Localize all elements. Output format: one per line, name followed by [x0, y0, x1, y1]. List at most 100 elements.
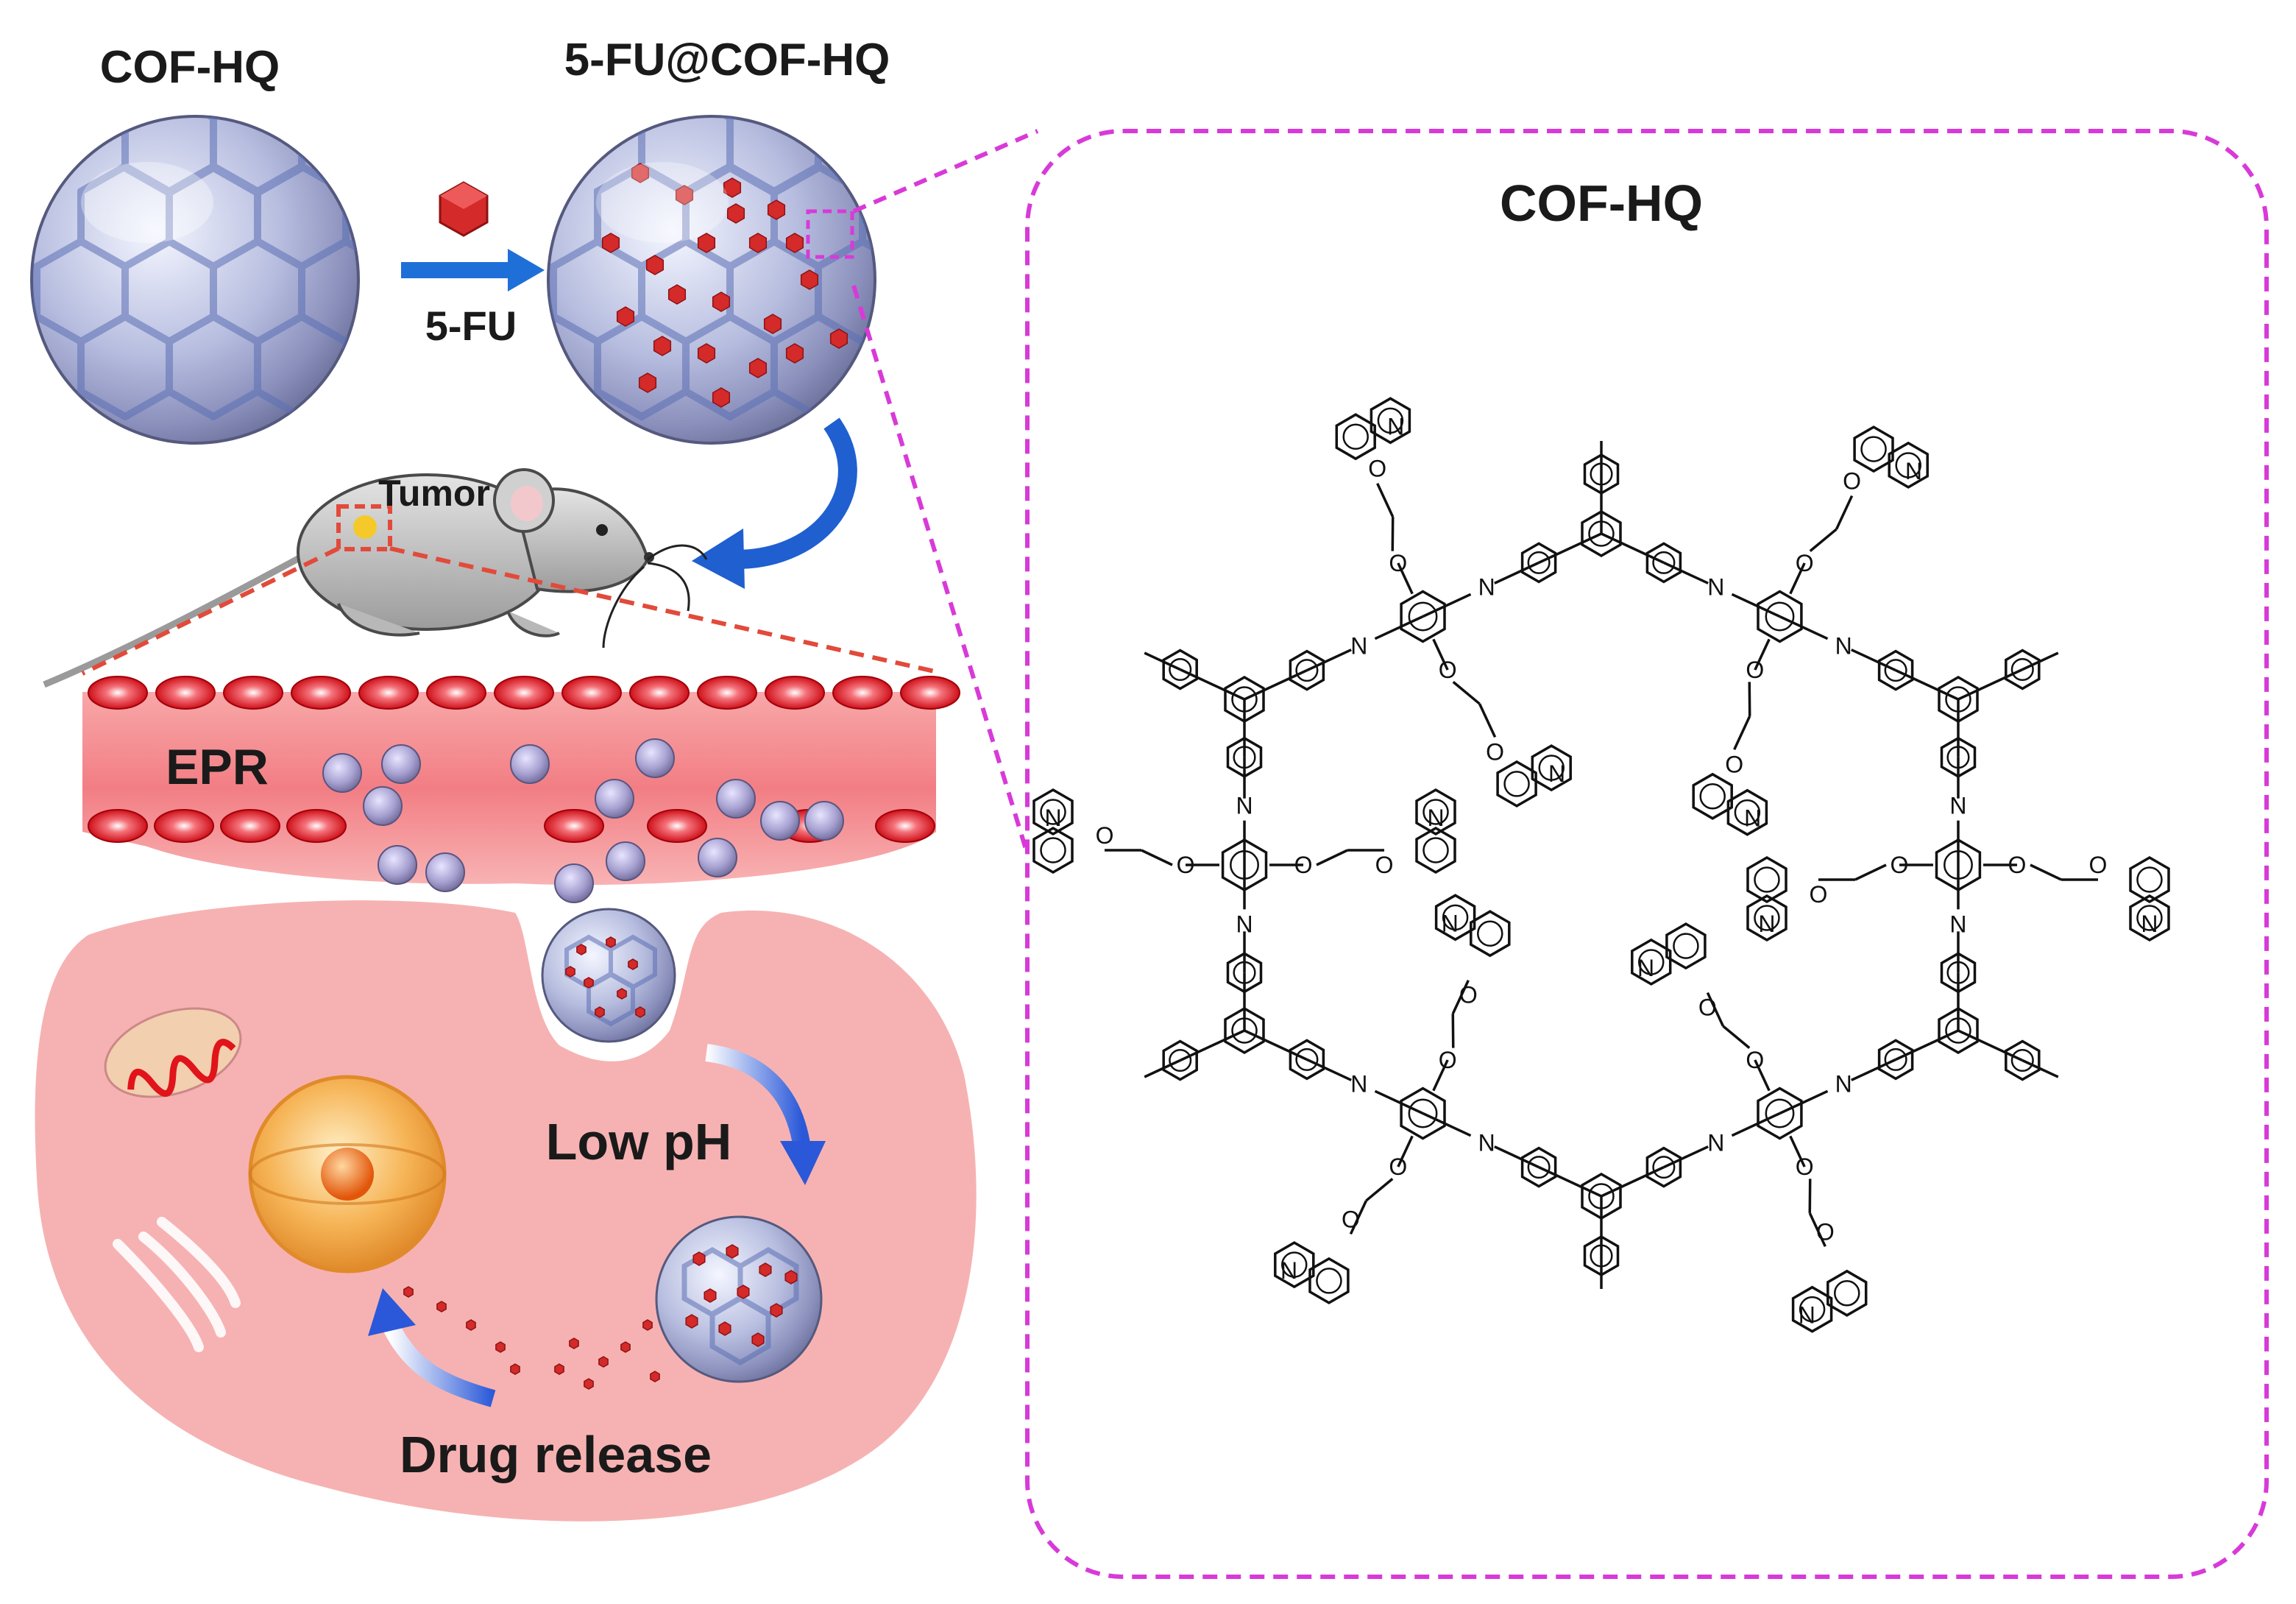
benzene-ring	[1877, 649, 1914, 691]
nanoparticle	[322, 753, 362, 793]
atom-label: N	[1835, 1070, 1852, 1097]
bond	[1601, 532, 1665, 564]
atom-label: N	[1905, 458, 1922, 484]
drug-molecule	[667, 284, 687, 305]
zoom-connector-lines	[851, 129, 1039, 855]
bond	[1376, 482, 1395, 517]
atom-label: N	[1236, 911, 1252, 937]
bond	[1452, 681, 1481, 705]
benzene-ring	[1415, 826, 1456, 875]
aromatic-circle	[2010, 657, 2034, 682]
bond	[1374, 615, 1424, 640]
nanoparticle	[760, 801, 800, 841]
mouse-illustration	[43, 468, 708, 688]
drug-molecule	[763, 314, 782, 334]
aromatic-circle	[1799, 1296, 1826, 1323]
drug-molecule	[436, 1301, 447, 1312]
released-drug-molecules	[403, 1286, 660, 1390]
bond	[1851, 1058, 1896, 1081]
drug-molecule	[726, 203, 745, 224]
bond	[1779, 1089, 1829, 1115]
drug-release-arrow	[368, 1288, 496, 1407]
benzene-ring	[1726, 788, 1768, 836]
bond	[1374, 1089, 1424, 1115]
atom-label: N	[1236, 793, 1252, 819]
nanoparticle	[716, 779, 756, 819]
atom-label: O	[2008, 852, 2027, 878]
atom-label: O	[1459, 982, 1478, 1008]
bond	[1809, 528, 1838, 552]
aromatic-circle	[1377, 407, 1404, 434]
epr-label: EPR	[166, 739, 269, 795]
bond	[1722, 1025, 1751, 1049]
drug-molecule	[653, 336, 672, 356]
benzene-ring	[2129, 894, 2170, 942]
benzene-ring	[1274, 1241, 1315, 1289]
bond	[1851, 649, 1896, 672]
bond	[2022, 1059, 2059, 1078]
5fu-cof-hq-sphere	[547, 115, 876, 445]
aromatic-circle	[1316, 1268, 1342, 1294]
benzene-ring	[1032, 788, 1074, 836]
benzene-ring	[1162, 1039, 1198, 1081]
atom-label: O	[1389, 550, 1407, 576]
nanoparticle	[595, 779, 634, 819]
bond	[1306, 649, 1352, 672]
benzene-ring	[1400, 1087, 1446, 1140]
red-blood-cell	[358, 676, 419, 710]
red-blood-cell	[291, 676, 351, 710]
bond	[1432, 1059, 1449, 1092]
tumor-region-box	[336, 504, 392, 551]
aromatic-circle	[2136, 905, 2163, 931]
aromatic-circle	[1638, 949, 1665, 975]
benzene-ring	[1665, 922, 1707, 970]
drug-molecule	[650, 1371, 660, 1382]
aromatic-circle	[1342, 423, 1369, 450]
drug-molecule	[584, 1378, 594, 1390]
aromatic-circle	[1765, 601, 1795, 632]
drug-molecule	[631, 163, 650, 183]
atom-label: N	[1707, 573, 1724, 600]
bond	[1663, 561, 1709, 584]
nanoparticle	[510, 744, 550, 784]
benzene-ring	[1938, 1006, 1979, 1055]
drug-molecule	[645, 255, 665, 275]
bond	[1957, 1029, 2024, 1062]
bond	[1789, 562, 1806, 595]
bond	[1494, 561, 1539, 584]
drug-molecule	[554, 1363, 564, 1375]
benzene-ring	[1791, 1285, 1833, 1333]
atom-label: N	[1442, 910, 1459, 936]
atom-label: O	[1342, 1206, 1360, 1232]
bond	[1179, 668, 1245, 701]
atom-label: N	[1707, 1130, 1724, 1156]
cof-hq-sphere	[30, 115, 360, 445]
5fu-cof-hq-label: 5-FU@COF-HQ	[564, 35, 890, 85]
benzene-ring	[1520, 542, 1557, 584]
bond	[1733, 716, 1751, 751]
zoom-region-box	[806, 209, 854, 259]
releasing-nanoparticle	[655, 1215, 823, 1383]
aromatic-circle	[1295, 659, 1319, 682]
benzene-ring	[1289, 649, 1325, 691]
atom-label: N	[1744, 805, 1761, 832]
aromatic-circle	[1652, 551, 1676, 574]
bond	[1494, 1145, 1539, 1169]
aromatic-circle	[1169, 1048, 1192, 1073]
drug-molecule	[712, 292, 731, 312]
5fu-label: 5-FU	[425, 303, 517, 349]
drug-molecule	[617, 988, 627, 1000]
aromatic-circle	[1734, 799, 1761, 826]
red-blood-cell	[900, 676, 960, 710]
drug-molecule	[767, 199, 786, 220]
aromatic-circle	[1765, 1098, 1795, 1128]
endocytosed-nanoparticle	[541, 908, 676, 1043]
cof-hq-label: COF-HQ	[100, 42, 280, 93]
red-blood-cell	[544, 809, 604, 843]
drug-molecule	[770, 1303, 783, 1318]
atom-label: N	[1949, 911, 1966, 937]
benzene-ring	[1757, 590, 1803, 643]
aromatic-circle	[1231, 686, 1258, 713]
drug-molecule	[759, 1262, 772, 1277]
